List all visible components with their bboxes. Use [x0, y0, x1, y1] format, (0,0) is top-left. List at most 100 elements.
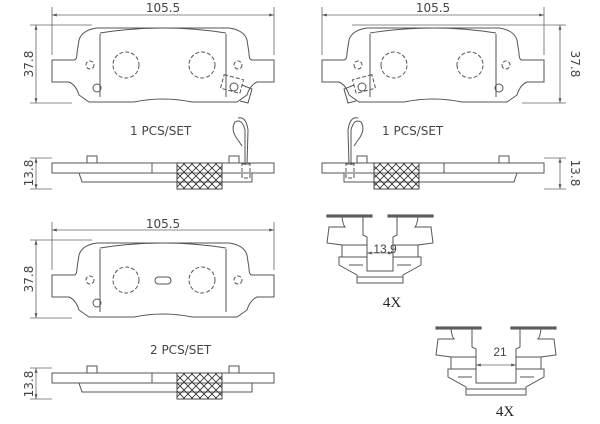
friction-material-hatched	[176, 372, 223, 400]
backing-plate-side	[51, 162, 275, 174]
pad-outline-group	[51, 27, 275, 104]
dimension-arrowhead	[34, 98, 38, 103]
clip-outline	[435, 328, 557, 396]
pad-3-front-view	[30, 222, 275, 319]
abutment-hole-hidden	[456, 51, 484, 79]
pad-outline-group	[321, 27, 545, 104]
wear-sensor-rivet	[357, 82, 367, 92]
wear-sensor-tab	[343, 84, 357, 104]
pin-hole	[501, 60, 511, 70]
dimension-arrowhead	[269, 13, 274, 17]
pad-outline-group	[51, 242, 275, 318]
dimension-arrowhead	[388, 251, 393, 255]
dimension-arrowhead	[34, 158, 38, 163]
pad-1-thickness-label: 13.8	[22, 160, 36, 187]
wear-sensor-rivet	[229, 82, 239, 92]
pad-2-quantity-label: 1 PCS/SET	[382, 124, 444, 138]
underlayer-side	[343, 172, 518, 183]
abutment-tab	[498, 155, 510, 164]
friction-edge	[369, 27, 497, 34]
slot-outline	[154, 276, 172, 285]
dimension-arrowhead	[269, 228, 274, 232]
friction-edge	[99, 242, 227, 249]
dimension-arrowhead	[558, 98, 562, 103]
dimension-arrowhead	[34, 313, 38, 318]
abutment-hole-hidden	[112, 51, 140, 79]
abutment-hole-hidden	[188, 51, 216, 79]
pad-3-side-view	[30, 365, 275, 400]
dimension-arrowhead	[34, 368, 38, 373]
dimension-arrowhead	[52, 228, 57, 232]
dimension-arrowhead	[511, 363, 516, 367]
wear-sensor-clip	[347, 117, 364, 166]
clip-flange	[387, 214, 434, 218]
wear-sensor-clip	[232, 117, 249, 166]
wear-sensor-tab	[239, 84, 253, 104]
backing-plate-side	[321, 162, 545, 174]
pad-1-quantity-label: 1 PCS/SET	[130, 124, 192, 138]
pad-2-thickness-label: 13.8	[568, 160, 582, 187]
pin-hole	[85, 60, 95, 70]
clip-flange	[435, 326, 482, 330]
abutment-tab	[356, 155, 368, 164]
friction-material-hatched	[373, 162, 420, 190]
abutment-hole-hidden	[112, 266, 140, 294]
friction-edge	[99, 27, 227, 34]
clip-2	[435, 326, 557, 396]
dimension-arrowhead	[34, 184, 38, 189]
pin-hole	[85, 275, 95, 285]
abutment-hole-hidden	[188, 266, 216, 294]
abutment-tab	[228, 365, 240, 374]
abutment-hole-hidden	[380, 51, 408, 79]
dimension-arrowhead	[34, 25, 38, 30]
clip-outline	[326, 216, 434, 284]
wear-sensor-hidden	[351, 74, 377, 94]
pin-hole	[92, 298, 102, 308]
clip-flange	[510, 326, 557, 330]
dimension-arrowhead	[34, 240, 38, 245]
clip-2-width-label: 21	[493, 345, 507, 359]
pad-1-height-label: 37.8	[22, 51, 36, 78]
dimension-arrowhead	[52, 13, 57, 17]
clip-channel	[362, 217, 398, 272]
backing-plate-outline	[51, 27, 275, 103]
wear-sensor-hidden	[219, 74, 245, 94]
backing-plate-side	[51, 372, 275, 384]
dimension-arrowhead	[558, 25, 562, 30]
pad-3-width-label: 105.5	[146, 217, 180, 231]
clip-channel	[471, 329, 521, 384]
dimension-arrowhead	[322, 13, 327, 17]
dimension-arrowhead	[34, 394, 38, 399]
abutment-tab	[86, 365, 98, 374]
side-outline-group	[321, 117, 545, 190]
dimension-arrowhead	[558, 184, 562, 189]
wear-sensor-hidden	[241, 163, 251, 179]
pad-3-thickness-label: 13.8	[22, 371, 36, 398]
wear-sensor-hidden	[345, 163, 355, 179]
pin-hole	[353, 60, 363, 70]
pin-hole	[92, 83, 102, 93]
dimension-arrowhead	[539, 13, 544, 17]
dimension-arrowhead	[367, 251, 372, 255]
backing-plate-outline	[51, 242, 275, 318]
abutment-tab	[86, 155, 98, 164]
side-outline-group	[51, 365, 275, 400]
pad-2-side-view	[321, 117, 566, 190]
friction-material-hatched	[176, 162, 223, 190]
pad-1-width-label: 105.5	[146, 1, 180, 15]
clip-1-quantity-label: 4X	[383, 295, 402, 311]
side-outline-group	[51, 117, 275, 190]
pin-hole	[233, 60, 243, 70]
backing-plate-outline	[321, 27, 545, 103]
clip-2-quantity-label: 4X	[496, 404, 515, 420]
underlayer-side	[78, 172, 253, 183]
abutment-tab	[228, 155, 240, 164]
pin-hole	[233, 275, 243, 285]
clip-1	[326, 214, 434, 284]
dimension-arrowhead	[558, 158, 562, 163]
pad-3-height-label: 37.8	[22, 266, 36, 293]
dimension-arrowhead	[476, 363, 481, 367]
pad-1-side-view	[30, 117, 275, 190]
pad-2-width-label: 105.5	[416, 1, 450, 15]
